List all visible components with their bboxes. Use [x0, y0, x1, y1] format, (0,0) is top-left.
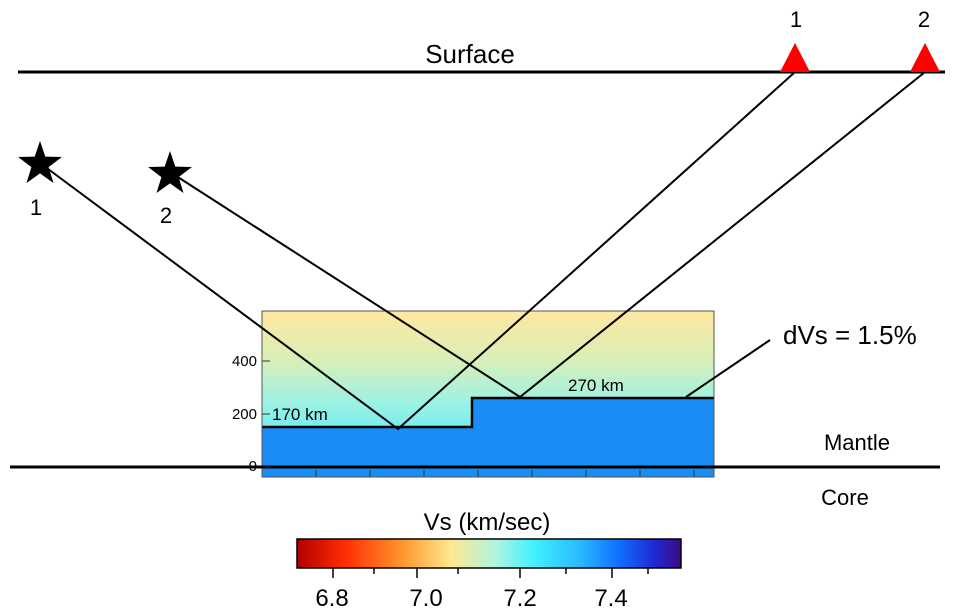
panel-bottom-ticks: [315, 470, 695, 477]
surface-label: Surface: [425, 39, 515, 69]
station-2-label: 2: [918, 7, 930, 32]
station-1-label: 1: [790, 7, 802, 32]
colorbar-tick-label: 7.2: [503, 585, 536, 612]
star-icon: [148, 151, 192, 193]
colorbar-tick-label: 7.4: [594, 585, 627, 612]
colorbar-gradient: [296, 538, 682, 569]
station-2: 2: [910, 7, 940, 72]
ray-path-1: [39, 71, 796, 431]
ray-path-2: [169, 71, 926, 399]
mantle-label: Mantle: [824, 430, 890, 455]
source-1: 1: [18, 141, 62, 220]
colorbar-title: Vs (km/sec): [424, 509, 551, 536]
depth-tick-label: 200: [232, 406, 257, 423]
source-2-label: 2: [160, 203, 172, 228]
velocity-anomaly-region: [262, 398, 714, 477]
colorbar-tick-label: 6.8: [315, 585, 348, 612]
colorbar-tick-label: 7.0: [409, 585, 442, 612]
dvs-label: dVs = 1.5%: [783, 320, 917, 350]
colorbar: Vs (km/sec) 6.8 7.0 7.2 7.4: [296, 509, 682, 612]
dvs-pointer-line: [685, 339, 771, 398]
ray-paths: [39, 71, 926, 431]
velocity-panel: 0 200 400 170 km 270 km: [232, 310, 715, 478]
source-2: 2: [148, 151, 192, 228]
depth-tick-label: 400: [232, 353, 257, 370]
source-1-label: 1: [30, 195, 42, 220]
depth-170-label: 170 km: [272, 405, 328, 424]
station-1: 1: [780, 7, 810, 72]
triangle-icon: [780, 43, 810, 72]
triangle-icon: [910, 43, 940, 72]
depth-270-label: 270 km: [568, 376, 624, 395]
anomaly-boundary: [262, 396, 714, 429]
core-label: Core: [821, 485, 869, 510]
star-icon: [18, 141, 62, 183]
